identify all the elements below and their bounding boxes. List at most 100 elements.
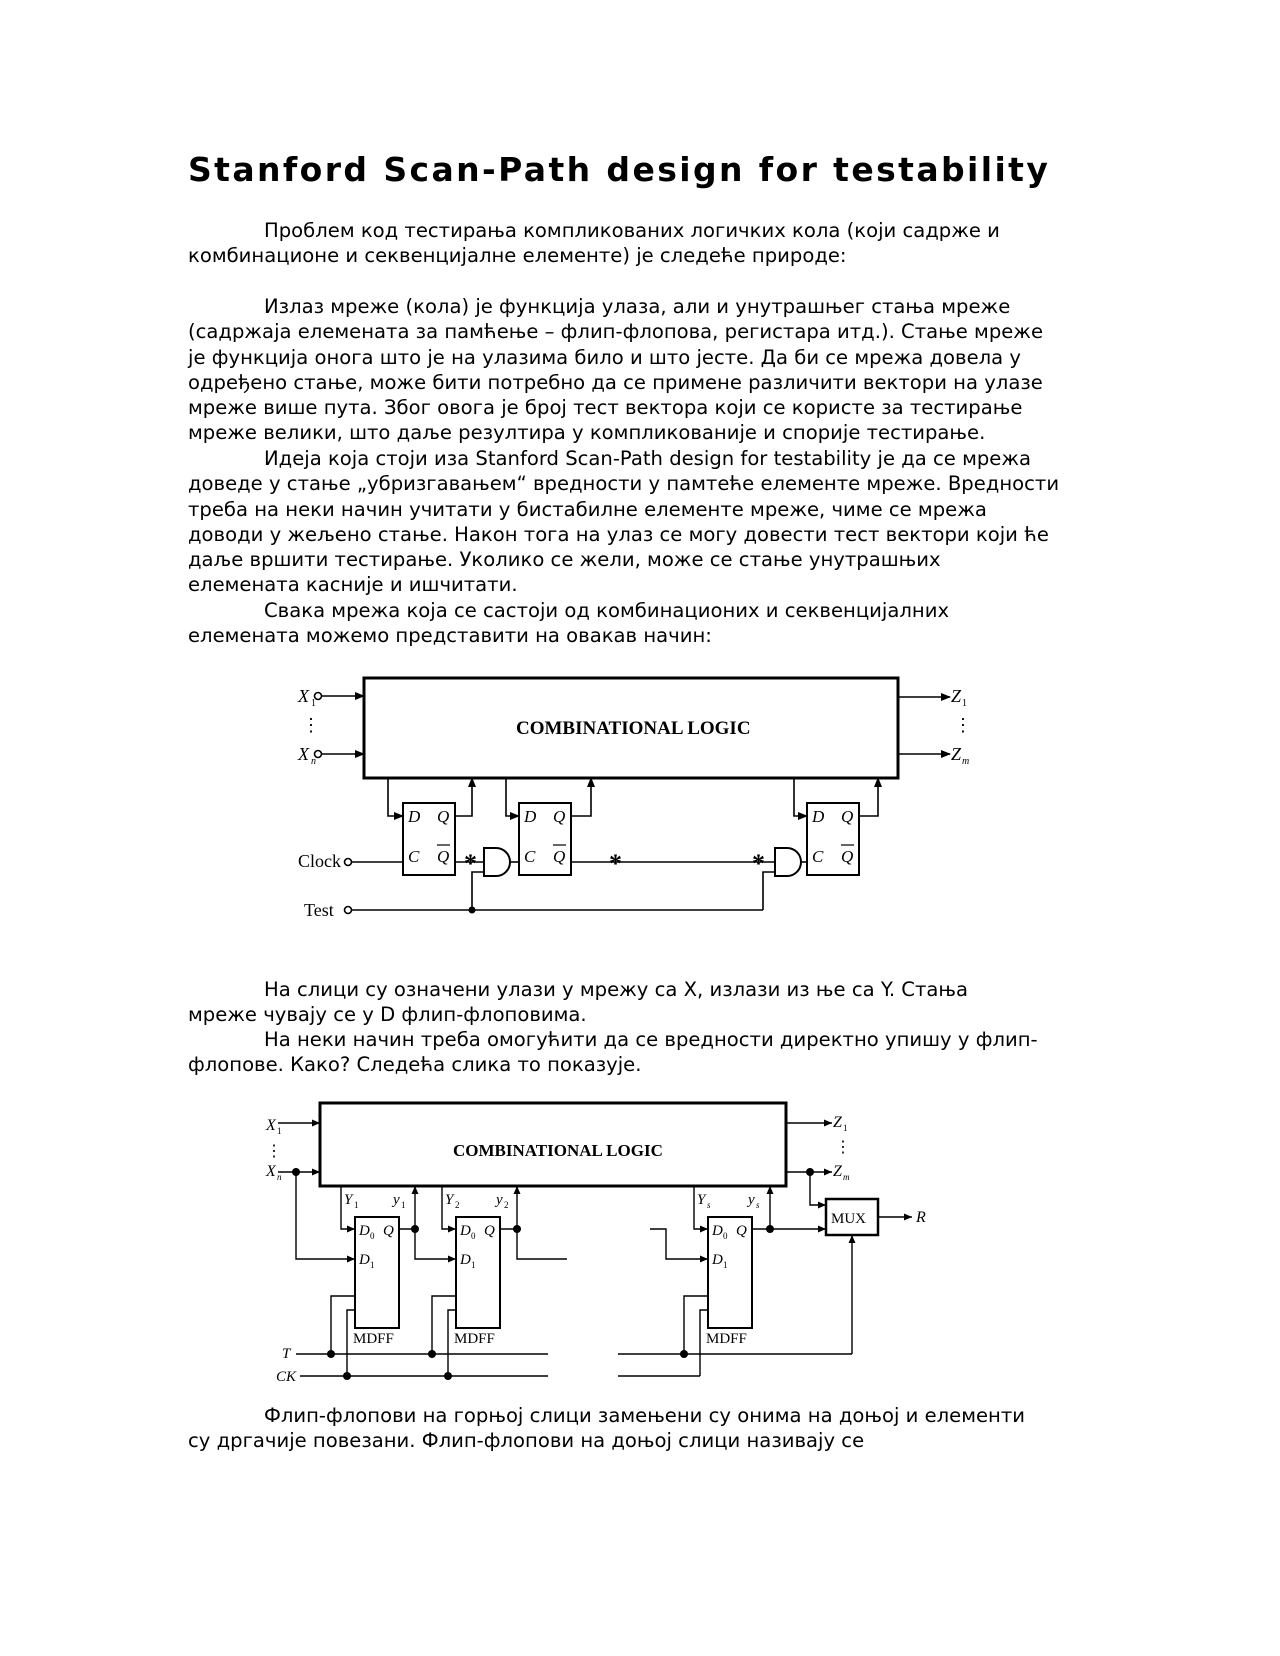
ff-d: D xyxy=(407,807,421,826)
diagram-label: s xyxy=(756,1200,760,1210)
output-zm-label: Z xyxy=(951,744,962,764)
text-line: мреже више пута. Због овога је број тест… xyxy=(188,396,1023,420)
diagram-label: 1 xyxy=(723,1260,728,1270)
mdff-block xyxy=(707,1216,753,1329)
diagram-label: 1 xyxy=(370,1260,375,1270)
d-flip-flop xyxy=(402,802,456,876)
diagram-label: 0 xyxy=(723,1231,728,1241)
mux-block xyxy=(824,1197,880,1237)
star-marker: * xyxy=(752,849,765,878)
diagram-label: D xyxy=(711,1223,723,1239)
ff-d: D xyxy=(811,807,825,826)
subscript: 1 xyxy=(277,1126,282,1136)
output-z1-label: Z xyxy=(833,1114,843,1131)
text-line: На слици су означени улази у мрежу са X,… xyxy=(264,978,968,1001)
diagram-label: D xyxy=(459,1223,471,1239)
paragraph-4: Свака мрежа која се састоји од комбинаци… xyxy=(188,598,1093,649)
ck-label: CK xyxy=(276,1369,297,1385)
subscript: n xyxy=(311,756,316,767)
combinational-logic-block xyxy=(318,1101,788,1188)
text-line: доведе у стање „убризгавањем“ вредности … xyxy=(188,472,1060,496)
text-line: Проблем код тестирања компликованих логи… xyxy=(264,219,1000,242)
ff-c: C xyxy=(812,847,824,866)
mdff-label: MDFF xyxy=(706,1331,747,1347)
star-marker: * xyxy=(609,849,622,878)
d-flip-flop xyxy=(806,802,860,876)
ff-d: D xyxy=(523,807,537,826)
combinational-logic-block xyxy=(362,676,900,780)
ellipsis: ⋮ xyxy=(954,715,972,735)
ellipsis: ⋮ xyxy=(266,1143,282,1160)
diagram-label: 0 xyxy=(370,1231,375,1241)
diagram-label: D xyxy=(711,1252,723,1268)
diagram-label: y xyxy=(494,1192,503,1208)
subscript: m xyxy=(962,756,969,767)
output-zm-label: Z xyxy=(833,1163,843,1180)
diagram-label: D xyxy=(358,1252,370,1268)
text-line: елемената касније и ишчитати. xyxy=(188,573,518,597)
diagram-label: 0 xyxy=(471,1231,476,1241)
text-line: даље вршити тестирање. Уколико се жели, … xyxy=(188,548,941,572)
ff-qbar: Q xyxy=(553,847,565,866)
diagram-label: Q xyxy=(736,1223,747,1239)
diagram-label: Y xyxy=(697,1192,707,1208)
subscript: 1 xyxy=(311,698,316,709)
diagram-label: Q xyxy=(383,1223,394,1239)
block-label: COMBINATIONAL LOGIC xyxy=(516,718,751,739)
paragraph-5: На слици су означени улази у мрежу са X,… xyxy=(188,977,1093,1028)
text-line: Свака мрежа која се састоји од комбинаци… xyxy=(264,599,950,622)
r-output-label: R xyxy=(915,1209,926,1226)
clock-label: Clock xyxy=(298,851,341,871)
diagram-label: Y xyxy=(344,1192,354,1208)
input-xn-label: X xyxy=(297,744,310,764)
text-line: флопове. Како? Следећа слика то показује… xyxy=(188,1053,642,1077)
diagram-label: D xyxy=(358,1223,370,1239)
text-line: Излаз мреже (кола) је функција улаза, ал… xyxy=(264,295,1011,318)
text-line: одређено стање, може бити потребно да се… xyxy=(188,370,1043,394)
subscript: 1 xyxy=(843,1123,848,1133)
diagram-label: Q xyxy=(484,1223,495,1239)
diagram-label: y xyxy=(391,1192,400,1208)
text-line: Идеја која стоји иза Stanford Scan-Path … xyxy=(264,447,1031,470)
t-label: T xyxy=(282,1346,292,1362)
ff-qbar: Q xyxy=(841,847,853,866)
text-line: мреже велики, што даље резултира у компл… xyxy=(188,421,986,445)
subscript: 1 xyxy=(962,698,967,709)
text-line: мреже чувају се у D флип-флоповима. xyxy=(188,1003,587,1027)
output-z1-label: Z xyxy=(951,686,962,706)
paragraph-6: На неки начин треба омогућити да се вред… xyxy=(188,1027,1093,1078)
mux-label: MUX xyxy=(831,1211,866,1227)
diagram-label: y xyxy=(746,1192,755,1208)
test-label: Test xyxy=(304,900,334,920)
paragraph-1: Проблем код тестирања компликованих логи… xyxy=(188,218,1093,269)
ellipsis: ⋮ xyxy=(835,1139,851,1156)
ellipsis: ⋮ xyxy=(302,715,320,735)
star-marker: * xyxy=(464,849,477,878)
text-line: елемената можемо представити на овакав н… xyxy=(188,624,712,648)
d-flip-flop xyxy=(518,802,572,876)
mdff-block xyxy=(354,1216,400,1329)
text-line: треба на неки начин учитати у бистабилне… xyxy=(188,497,987,521)
diagram-label: 2 xyxy=(504,1200,509,1210)
page-title: Stanford Scan-Path design for testabilit… xyxy=(188,150,1051,189)
mdff-block xyxy=(455,1216,501,1329)
text-line: (садржаја елемената за памћење – флип-фл… xyxy=(188,320,1044,344)
diagram-label: 1 xyxy=(471,1260,476,1270)
ff-q: Q xyxy=(553,807,565,826)
paragraph-7: Флип-флопови на горњој слици замењени су… xyxy=(188,1403,1093,1454)
and-gate xyxy=(774,847,802,877)
text-line: су дргачије повезани. Флип-флопови на до… xyxy=(188,1429,865,1453)
diagram-label: 1 xyxy=(354,1200,359,1210)
paragraph-3: Идеја која стоји иза Stanford Scan-Path … xyxy=(188,446,1093,598)
mdff-label: MDFF xyxy=(353,1331,394,1347)
subscript: m xyxy=(843,1172,850,1182)
ff-c: C xyxy=(524,847,536,866)
input-xn-label: X xyxy=(265,1163,277,1180)
diagram-label: 2 xyxy=(455,1200,460,1210)
ff-c: C xyxy=(408,847,420,866)
text-line: комбинационе и секвенцијалне елементе) ј… xyxy=(188,244,847,268)
subscript: n xyxy=(277,1172,282,1182)
input-x1-label: X xyxy=(265,1117,277,1134)
mdff-label: MDFF xyxy=(454,1331,495,1347)
